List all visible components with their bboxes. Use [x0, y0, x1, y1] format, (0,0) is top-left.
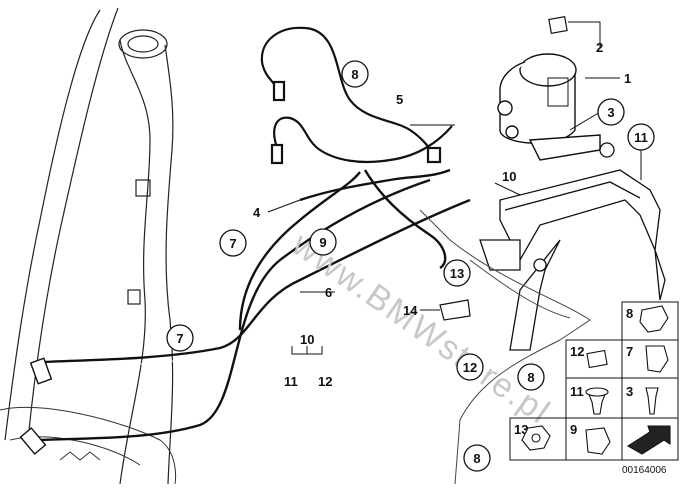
tank-outline: [0, 406, 177, 485]
callout-9: 9: [319, 235, 326, 250]
clamp-icon: [585, 427, 611, 455]
callout-7b: 7: [176, 331, 183, 346]
callout-6: 6: [325, 285, 332, 300]
callout-14: 14: [403, 303, 418, 318]
panel-label-11: 11: [570, 384, 584, 399]
mounting-bracket: [479, 142, 666, 351]
group-label-12: 12: [318, 374, 332, 389]
reference-number: 00164006: [622, 465, 667, 476]
group-label-11: 11: [284, 374, 298, 389]
callout-10: 10: [502, 169, 516, 184]
fuel-lines: [39, 168, 475, 442]
clip-icon: [639, 305, 669, 333]
circled-callouts: [166, 60, 655, 472]
panel-label-7: 7: [626, 344, 633, 359]
plain-callouts: 1 2 5 4 6 10 14 10 11 12: [253, 40, 631, 389]
callout-11: 11: [634, 130, 648, 145]
filler-neck: [4, 7, 174, 485]
callout-1: 1: [624, 71, 631, 86]
callout-2: 2: [596, 40, 603, 55]
group-label-10: 10: [300, 332, 314, 347]
parts-panel-labels: 8 12 7 11 3 13 9: [514, 306, 633, 437]
panel-label-8: 8: [626, 306, 633, 321]
callout-5: 5: [396, 92, 403, 107]
carbon-canister: [497, 53, 601, 161]
callout-12: 12: [463, 360, 477, 375]
panel-part-sketches: [521, 305, 671, 455]
callout-8b: 8: [527, 370, 534, 385]
callout-7a: 7: [229, 236, 236, 251]
parts-panel: [509, 301, 679, 461]
speed-nut-icon: [586, 349, 608, 369]
callout-8c: 8: [473, 451, 480, 466]
leader-lines: [267, 21, 642, 355]
panel-label-12: 12: [570, 344, 584, 359]
screw-icon: [645, 387, 659, 415]
cap-part: [548, 16, 568, 34]
callout-8a: 8: [351, 67, 358, 82]
panel-label-3: 3: [626, 384, 633, 399]
pad-part: [439, 299, 471, 321]
panel-label-9: 9: [570, 422, 577, 437]
hose-4: [270, 116, 453, 165]
vent-hose: [260, 26, 442, 164]
body-outline: [419, 209, 591, 485]
callout-13: 13: [450, 266, 464, 281]
arrow-symbol-icon: [626, 425, 671, 455]
line-connectors: [19, 357, 53, 455]
callout-4: 4: [253, 205, 261, 220]
circled-callout-text: 8 3 11 7 9 13 7 12 8 8: [176, 67, 647, 466]
clip-icon-2: [645, 345, 669, 373]
callout-3: 3: [607, 105, 614, 120]
